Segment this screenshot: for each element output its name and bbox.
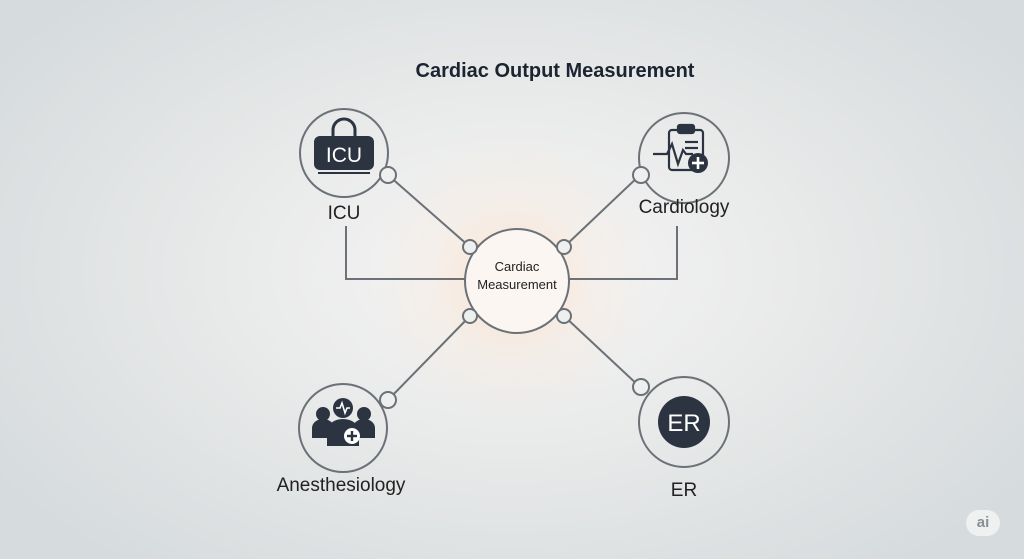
- knob-icu: [379, 166, 397, 184]
- connector-er: [563, 315, 641, 388]
- icu-icon-text: ICU: [326, 144, 362, 167]
- diagram-title: Cardiac Output Measurement: [415, 60, 695, 82]
- node-label-icu: ICU: [327, 203, 361, 224]
- node-label-er: ER: [670, 480, 698, 501]
- knob-center-br: [556, 308, 572, 324]
- node-circle-cardiology: [638, 112, 730, 204]
- clipboard-heartbeat-icon: [653, 123, 708, 173]
- connector-cardiology: [563, 174, 641, 248]
- knob-cardiology: [632, 166, 650, 184]
- connector-anesthesiology: [387, 315, 471, 401]
- center-label-line2: Measurement: [477, 277, 557, 292]
- knob-center-tl: [462, 239, 478, 255]
- icu-bag-icon: ICU: [314, 117, 374, 174]
- er-icon-text: ER: [667, 410, 700, 437]
- center-node-label: Cardiac Measurement: [462, 258, 572, 294]
- knob-center-tr: [556, 239, 572, 255]
- knob-center-bl: [462, 308, 478, 324]
- node-label-anesthesiology: Anesthesiology: [276, 475, 406, 496]
- connector-icu: [387, 174, 471, 248]
- node-circle-icu: [299, 108, 389, 198]
- node-circle-anesthesiology: [298, 383, 388, 473]
- knob-anesthesiology: [379, 391, 397, 409]
- medical-team-icon: [312, 398, 375, 446]
- knob-er: [632, 378, 650, 396]
- bracket-icu: [345, 226, 470, 280]
- center-label-line1: Cardiac: [494, 259, 540, 274]
- ai-watermark-badge: ai: [966, 510, 1000, 536]
- center-circle: [464, 228, 570, 334]
- bracket-cardiology: [564, 226, 678, 280]
- node-circle-er: [638, 376, 730, 468]
- er-badge-icon: ER: [658, 396, 710, 448]
- node-label-cardiology: Cardiology: [638, 197, 730, 218]
